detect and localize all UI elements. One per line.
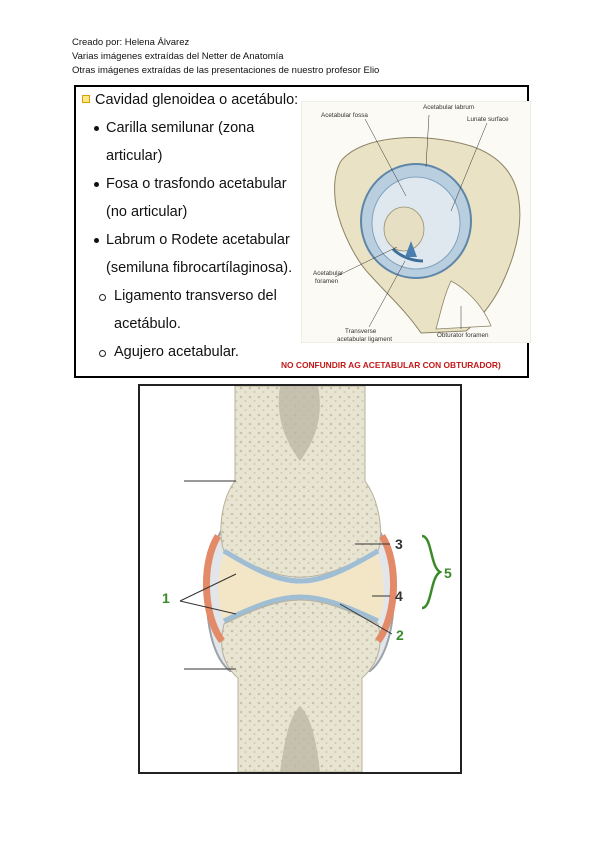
bullet-labrum: Labrum o Rodete acetabular (semiluna fib… <box>106 226 292 282</box>
slide-title: Cavidad glenoidea o acetábulo: <box>82 92 298 108</box>
warning-note: NO CONFUNDIR AG ACETABULAR CON OBTURADOR… <box>281 360 501 370</box>
label-acetabular-labrum: Acetabular labrum <box>423 104 474 111</box>
bullet-dot-icon <box>94 238 99 243</box>
slide-acetabulum: Cavidad glenoidea o acetábulo: Carilla s… <box>74 85 529 378</box>
label-transverse-1: Transverse <box>345 328 377 335</box>
bullet-dot-icon <box>94 182 99 187</box>
label-acetabular-fossa: Acetabular fossa <box>321 112 368 119</box>
acetabulum-illustration: Acetabular labrum Acetabular fossa Lunat… <box>301 101 531 343</box>
label-acetabular-foramen-1: Acetabular <box>313 270 343 277</box>
source-line-professor: Otras imágenes extraídas de las presenta… <box>72 64 379 78</box>
bullet-carilla-semilunar: Carilla semilunar (zona articular) <box>106 114 254 170</box>
bullet-fosa-acetabular: Fosa o trasfondo acetabular (no articula… <box>106 170 287 226</box>
circle-bullet-icon <box>99 350 106 357</box>
joint-diagram: 1 2 3 4 5 <box>140 386 460 772</box>
circle-bullet-icon <box>99 294 106 301</box>
label-1: 1 <box>162 590 170 606</box>
bullet-dot-icon <box>94 126 99 131</box>
label-5: 5 <box>444 565 452 581</box>
source-line-netter: Varias imágenes extraídas del Netter de … <box>72 50 379 64</box>
label-4: 4 <box>395 588 403 604</box>
author-line: Creado por: Helena Álvarez <box>72 36 379 50</box>
document-header: Creado por: Helena Álvarez Varias imágen… <box>72 36 379 78</box>
label-transverse-2: acetabular ligament <box>337 336 392 343</box>
label-acetabular-foramen-2: foramen <box>315 278 339 285</box>
label-2: 2 <box>396 627 404 643</box>
square-bullet-icon <box>82 95 90 103</box>
label-lunate-surface: Lunate surface <box>467 116 509 123</box>
label-obturator-foramen: Obturator foramen <box>437 332 489 339</box>
synovial-joint-figure: 1 2 3 4 5 <box>138 384 462 774</box>
sub-bullet-ligamento: Ligamento transverso del acetábulo. <box>114 282 277 338</box>
sub-bullet-agujero: Agujero acetabular. <box>114 338 239 366</box>
label-3: 3 <box>395 536 403 552</box>
